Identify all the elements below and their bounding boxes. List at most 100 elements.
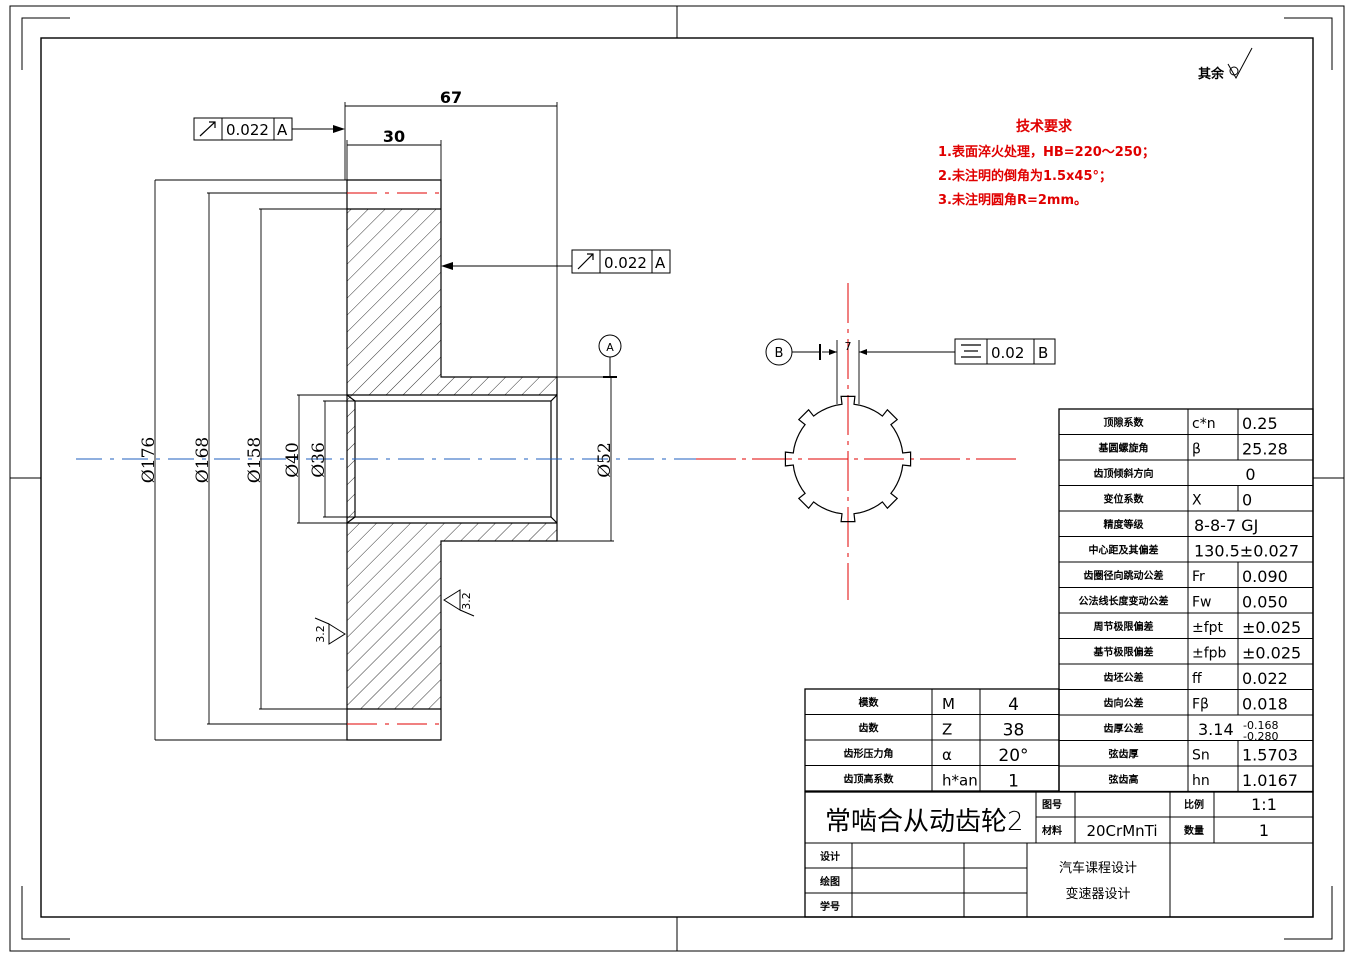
general-roughness: 其余 bbox=[1198, 47, 1253, 82]
basic-param-value: 4 bbox=[1008, 695, 1019, 715]
dim-hub-width: 30 bbox=[383, 127, 405, 146]
basic-param-label: 模数 bbox=[859, 696, 880, 709]
gear-param-value: 0.018 bbox=[1242, 694, 1288, 713]
gear-param-symbol: Fw bbox=[1192, 594, 1212, 610]
title-block bbox=[804, 791, 1314, 918]
runout-frame-face: 0.022 A bbox=[193, 117, 345, 141]
gear-param-symbol: β bbox=[1192, 441, 1201, 457]
technical-requirements: 技术要求 1.表面淬火处理，HB=220～250； 2.未注明的倒角为1.5x4… bbox=[938, 118, 1155, 208]
runout-arrow-icon bbox=[199, 121, 216, 137]
dim-key-width: 7 bbox=[845, 340, 852, 353]
drawing-no-label: 图号 bbox=[1042, 799, 1062, 811]
dim-d168: Ø168 bbox=[193, 437, 213, 483]
gear-param-symbol: c*n bbox=[1192, 416, 1216, 432]
gear-param-value: 0.090 bbox=[1242, 567, 1288, 586]
gear-param-label: 变位系数 bbox=[1104, 492, 1145, 505]
gear-param-label: 基圆螺旋角 bbox=[1098, 441, 1149, 454]
gear-param-label: 齿向公差 bbox=[1104, 696, 1144, 709]
quantity-label: 数量 bbox=[1184, 824, 1204, 837]
gear-param-upper: -0.168 bbox=[1243, 719, 1278, 732]
runout-side-value: 0.022 bbox=[604, 254, 647, 272]
quantity-value: 1 bbox=[1259, 821, 1269, 840]
symmetry-value: 0.02 bbox=[991, 344, 1024, 362]
gear-param-value: 1.0167 bbox=[1242, 771, 1298, 790]
gear-param-value: 3.14 bbox=[1198, 720, 1234, 739]
datum-a-marker: A bbox=[598, 334, 622, 378]
dim-d40: Ø40 bbox=[283, 442, 303, 478]
runout-face-value: 0.022 bbox=[226, 121, 269, 139]
gear-param-label: 齿坯公差 bbox=[1104, 671, 1144, 684]
gear-param-value: 0.25 bbox=[1242, 414, 1278, 433]
symmetry-icon bbox=[961, 344, 981, 358]
gear-param-symbol: ±fpt bbox=[1192, 620, 1224, 636]
gear-param-label: 精度等级 bbox=[1104, 518, 1145, 531]
gear-param-value: 0.050 bbox=[1242, 592, 1288, 611]
basic-param-symbol: α bbox=[942, 746, 952, 764]
part-name: 常啮合从动齿轮2 bbox=[825, 807, 1024, 837]
gear-param-symbol: Fr bbox=[1192, 569, 1205, 585]
scale-label: 比例 bbox=[1184, 798, 1204, 811]
runout-arrow-icon bbox=[577, 253, 594, 270]
datum-a-label: A bbox=[606, 341, 614, 354]
gear-param-value: 0.022 bbox=[1242, 669, 1288, 688]
gear-param-value: 1.5703 bbox=[1242, 745, 1298, 764]
gear-param-label: 周节极限偏差 bbox=[1094, 620, 1154, 633]
basic-param-label: 齿数 bbox=[859, 721, 880, 734]
dim-d176: Ø176 bbox=[139, 437, 159, 483]
gear-param-label: 公法线长度变动公差 bbox=[1079, 594, 1169, 607]
runout-face-datum: A bbox=[277, 121, 288, 139]
gear-param-label: 中心距及其偏差 bbox=[1089, 543, 1159, 556]
basic-param-value: 38 bbox=[1003, 720, 1025, 740]
student-no-label: 学号 bbox=[820, 900, 840, 913]
general-roughness-label: 其余 bbox=[1198, 66, 1225, 82]
gear-param-symbol: hn bbox=[1192, 773, 1210, 789]
material-label: 材料 bbox=[1042, 824, 1062, 837]
roughness-left bbox=[314, 617, 346, 645]
spline-end-view bbox=[696, 283, 1016, 600]
gear-param-value: 8-8-7 GJ bbox=[1194, 516, 1258, 535]
gear-param-label: 基节极限偏差 bbox=[1093, 645, 1154, 658]
gear-param-value: 130.5±0.027 bbox=[1194, 541, 1299, 560]
basic-param-symbol: h*an bbox=[942, 771, 978, 789]
spline-profile bbox=[784, 395, 912, 523]
gear-param-symbol: X bbox=[1192, 492, 1202, 508]
gear-param-label: 顶隙系数 bbox=[1104, 416, 1145, 429]
gear-param-label: 齿圈径向跳动公差 bbox=[1084, 569, 1164, 582]
gear-param-value: 0 bbox=[1245, 465, 1255, 484]
dim-overall-width: 67 bbox=[440, 88, 462, 107]
tech-req-title: 技术要求 bbox=[1016, 118, 1073, 135]
dim-d158: Ø158 bbox=[245, 437, 265, 483]
width-dimensions bbox=[344, 102, 558, 377]
gear-param-symbol: ±fpb bbox=[1192, 645, 1227, 661]
gear-param-value: ±0.025 bbox=[1242, 618, 1301, 637]
symmetry-frame: 0.02 B bbox=[954, 338, 1056, 365]
scale-value: 1:1 bbox=[1251, 795, 1277, 814]
gear-param-symbol: Fβ bbox=[1192, 696, 1209, 712]
tech-req-line-2: 2.未注明的倒角为1.5x45°； bbox=[938, 168, 1112, 184]
roughness-left-value: 3.2 bbox=[314, 625, 327, 643]
gear-param-label: 弦齿高 bbox=[1109, 773, 1139, 786]
gear-param-value: 0 bbox=[1242, 490, 1252, 509]
symmetry-datum: B bbox=[1038, 344, 1048, 362]
runout-frame-side: 0.022 A bbox=[441, 249, 671, 274]
basic-param-symbol: M bbox=[942, 695, 955, 713]
gear-param-label: 齿顶倾斜方向 bbox=[1094, 467, 1154, 480]
basic-param-value: 20° bbox=[998, 746, 1028, 766]
dim-d52: Ø52 bbox=[595, 442, 615, 478]
gear-param-label: 弦齿厚 bbox=[1109, 747, 1139, 760]
gear-param-label: 齿厚公差 bbox=[1104, 722, 1144, 735]
basic-param-value: 1 bbox=[1008, 771, 1019, 791]
design-label: 设计 bbox=[820, 850, 840, 863]
dim-d36: Ø36 bbox=[309, 442, 329, 478]
diameter-dimensions bbox=[154, 179, 614, 741]
roughness-right-value: 3.2 bbox=[460, 592, 473, 610]
gear-param-value: ±0.025 bbox=[1242, 643, 1301, 662]
gear-param-symbol: Sn bbox=[1192, 747, 1210, 763]
basic-param-label: 齿顶高系数 bbox=[844, 772, 895, 785]
datum-b-marker: B bbox=[765, 338, 821, 366]
runout-side-datum: A bbox=[655, 254, 666, 272]
gear-param-symbol: ff bbox=[1192, 671, 1202, 687]
gear-param-lower: -0.280 bbox=[1243, 730, 1278, 743]
